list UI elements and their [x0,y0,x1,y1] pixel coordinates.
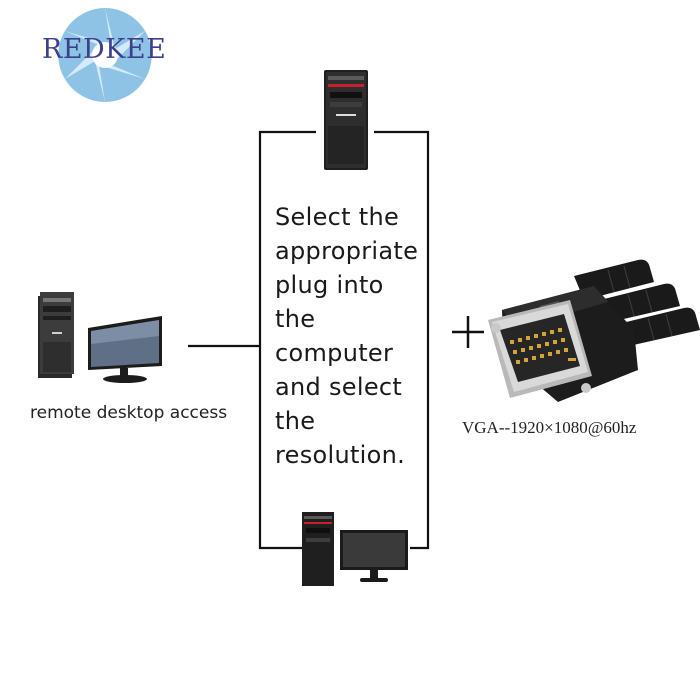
instruction-line: Select the [275,203,400,231]
right-device-caption: VGA--1920×1080@60hz [462,418,637,437]
instruction-line: the [275,407,316,435]
pc-and-monitor-icon [302,512,408,586]
instruction-text: Select the appropriate plug into the com… [275,200,425,472]
instruction-line: plug into [275,271,384,299]
instruction-line: resolution. [275,441,406,469]
redkee-logo-icon [58,8,152,102]
desktop-computer-icon [38,292,162,383]
dvi-adapter-plug [488,259,700,402]
left-device-caption: remote desktop access [30,403,228,423]
instruction-line: the [275,305,316,333]
plus-icon [452,316,484,348]
logo-text: REDKEE [42,34,167,65]
instruction-line: computer [275,339,394,367]
instruction-line: and select [275,373,403,401]
instruction-line: appropriate [275,237,419,265]
tower-pc-icon [324,70,368,170]
